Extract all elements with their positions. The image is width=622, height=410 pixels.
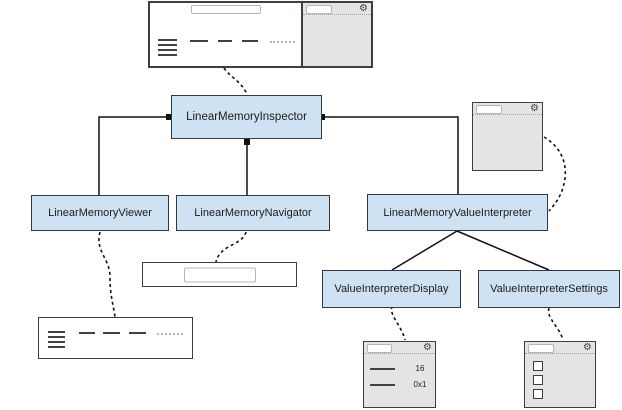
value-dash — [370, 383, 395, 386]
panel-input-placeholder — [306, 4, 332, 14]
address-lines-icon — [158, 39, 177, 56]
gear-icon: ⚙ — [359, 3, 368, 14]
node-value-interpreter-display: ValueInterpreterDisplay — [322, 270, 461, 308]
browser-mockup-main-pane — [150, 3, 301, 66]
gear-icon: ⚙ — [423, 342, 432, 353]
node-label: ValueInterpreterSettings — [490, 283, 608, 295]
settings-mockup: ⚙ — [524, 341, 596, 408]
edge-dashed-viewer-mockup — [98, 231, 116, 318]
edge-square-marker — [319, 114, 325, 120]
node-value-interpreter-settings: ValueInterpreterSettings — [478, 270, 620, 308]
address-lines-icon — [48, 331, 65, 348]
panel-input-placeholder — [528, 343, 554, 353]
navigator-input-placeholder — [183, 267, 256, 282]
gear-icon: ⚙ — [530, 103, 539, 114]
node-label: LinearMemoryViewer — [48, 207, 152, 219]
edge-dashed-window-valueinterpreter — [543, 136, 567, 212]
edge-square-marker — [166, 114, 172, 120]
viewer-mockup — [38, 317, 193, 359]
edge-valueinterpreter-display — [391, 230, 458, 271]
settings-mockup-body — [525, 354, 595, 399]
byte-dash — [103, 332, 120, 334]
checkbox — [533, 389, 543, 399]
panel-input-placeholder — [476, 104, 502, 114]
edge-dashed-navigator-mockup — [215, 231, 247, 263]
ascii-dotted-text — [270, 41, 295, 43]
address-input-placeholder — [190, 5, 261, 14]
edge-inspector-viewer — [98, 116, 171, 195]
byte-dash — [218, 40, 232, 42]
browser-mockup-side-panel: ⚙ — [301, 3, 371, 66]
checkbox — [533, 361, 543, 371]
node-label: LinearMemoryNavigator — [194, 207, 312, 219]
checkbox — [533, 375, 543, 385]
node-linear-memory-value-interpreter: LinearMemoryValueInterpreter — [367, 194, 548, 231]
edge-dashed-settings-mockup — [547, 307, 564, 341]
gear-icon: ⚙ — [583, 342, 592, 353]
edge-square-marker — [244, 139, 250, 145]
display-value: 0x1 — [413, 380, 427, 389]
node-label: LinearMemoryValueInterpreter — [383, 206, 532, 219]
node-linear-memory-navigator: LinearMemoryNavigator — [176, 195, 330, 231]
browser-mockup: ⚙ — [148, 1, 373, 68]
byte-dash — [79, 332, 95, 334]
value-dash — [370, 367, 395, 370]
value-interpreter-mockup: ⚙ — [472, 102, 543, 171]
edge-dashed-browsermockup-inspector — [223, 67, 248, 95]
edge-dashed-display-mockup — [390, 305, 406, 341]
node-label: LinearMemoryInspector — [186, 111, 307, 123]
display-row: 0x1 — [364, 380, 435, 389]
display-row: 16 — [364, 364, 435, 373]
edge-valueinterpreter-settings — [456, 230, 550, 271]
edge-inspector-valueinterpreter — [322, 116, 459, 194]
node-linear-memory-inspector: LinearMemoryInspector — [171, 95, 322, 139]
node-label: ValueInterpreterDisplay — [334, 283, 449, 295]
display-mockup: ⚙ 16 0x1 — [363, 341, 436, 408]
navigator-mockup — [142, 262, 297, 287]
display-mockup-body: 16 0x1 — [364, 354, 435, 389]
panel-input-placeholder — [367, 343, 392, 353]
byte-dash — [242, 40, 258, 42]
byte-dash — [190, 40, 208, 42]
display-value: 16 — [415, 364, 425, 373]
node-linear-memory-viewer: LinearMemoryViewer — [31, 195, 169, 231]
byte-dash — [129, 332, 146, 334]
ascii-dotted-text — [157, 333, 183, 335]
